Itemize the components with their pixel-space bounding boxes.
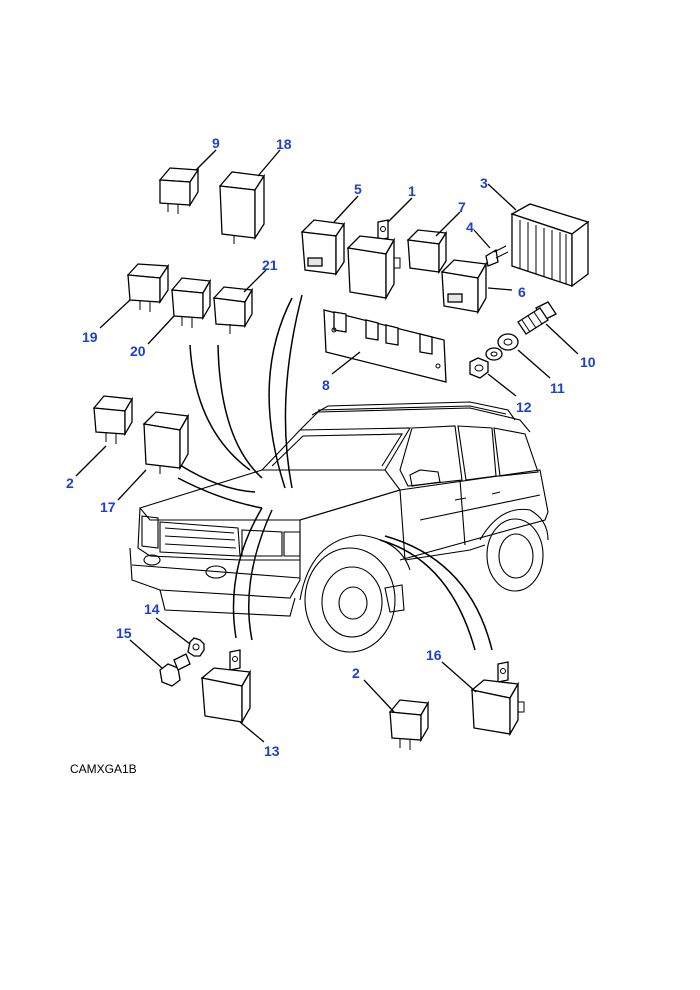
callout-7: 7 xyxy=(458,199,466,215)
relay-part-16 xyxy=(470,661,525,737)
relay-part-1 xyxy=(346,219,401,301)
callout-10: 10 xyxy=(580,354,596,370)
callout-leaders xyxy=(75,149,579,743)
relay-part-5 xyxy=(300,219,346,277)
bolt-part-10 xyxy=(517,301,557,335)
nut-part-12 xyxy=(469,357,489,379)
callout-2-lower: 2 xyxy=(352,665,360,681)
callout-18: 18 xyxy=(276,136,292,152)
callout-8: 8 xyxy=(322,377,330,393)
callout-6: 6 xyxy=(518,284,526,300)
callout-2-upper: 2 xyxy=(66,475,74,491)
relay-part-7 xyxy=(406,229,448,275)
callout-21: 21 xyxy=(262,257,278,273)
relay-part-21 xyxy=(212,286,254,334)
relay-part-19 xyxy=(126,263,170,312)
washer-part-14 xyxy=(187,637,205,657)
callout-labels: 9 18 5 1 3 4 7 6 21 19 20 8 10 11 12 2 1… xyxy=(66,135,596,759)
relay-part-6 xyxy=(440,259,488,315)
relay-part-9 xyxy=(158,167,200,214)
callout-3: 3 xyxy=(480,175,488,191)
callout-4: 4 xyxy=(466,219,474,235)
relay-part-13 xyxy=(200,649,252,725)
module-part-3 xyxy=(510,203,590,288)
callout-12: 12 xyxy=(516,399,532,415)
callout-9: 9 xyxy=(212,135,220,151)
callout-13: 13 xyxy=(264,743,280,759)
bracket-part-8 xyxy=(323,309,447,383)
location-lines xyxy=(177,294,493,651)
callout-20: 20 xyxy=(130,343,146,359)
callout-17: 17 xyxy=(100,499,116,515)
relay-part-18 xyxy=(218,171,266,244)
callout-1: 1 xyxy=(408,183,416,199)
callout-16: 16 xyxy=(426,647,442,663)
bolt-part-15 xyxy=(159,653,191,687)
diagram-reference-code: CAMXGA1B xyxy=(70,762,137,776)
callout-14: 14 xyxy=(144,601,160,617)
callout-19: 19 xyxy=(82,329,98,345)
washer-part-11 xyxy=(485,333,519,361)
screw-part-4 xyxy=(485,245,509,267)
vehicle-illustration xyxy=(129,401,549,653)
callout-5: 5 xyxy=(354,181,362,197)
relay-part-20 xyxy=(170,277,212,328)
relay-part-2b xyxy=(388,699,430,750)
callout-15: 15 xyxy=(116,625,132,641)
relay-part-2a xyxy=(92,395,134,444)
relay-part-17 xyxy=(142,411,190,474)
callout-11: 11 xyxy=(550,380,565,396)
